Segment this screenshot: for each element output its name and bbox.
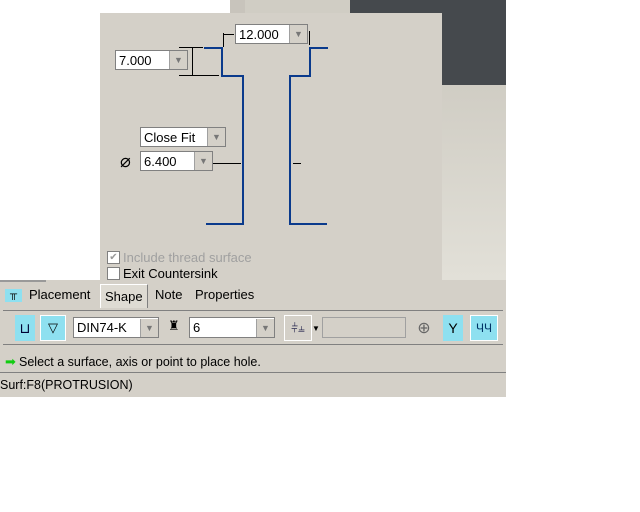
chevron-down-icon[interactable]: ▼ [289,25,307,43]
chevron-down-icon[interactable]: ▼ [256,318,274,337]
depth-dropdown-icon[interactable]: ▼ [312,323,320,333]
tab-placement[interactable]: Placement [29,287,91,302]
threaded-hole-icon: ▽ [48,320,58,335]
hole-diameter-value: 6.400 [144,153,177,169]
simple-hole-button[interactable]: ⊔ [15,315,35,341]
countersink-diameter-value: 12.000 [239,26,279,42]
screw-size-combo[interactable]: 6▼ [189,317,275,338]
dashboard [0,280,506,397]
include-thread-label: Include thread surface [123,250,252,265]
depth-option-button[interactable]: ⫩⫨ [284,315,312,341]
countersink-button[interactable]: Y [443,315,463,341]
tab-properties[interactable]: Properties [195,287,255,302]
message-text: Select a surface, axis or point to place… [19,355,261,369]
tab-shape[interactable]: Shape [100,284,148,308]
fit-value: Close Fit [144,129,196,145]
fit-combo[interactable]: Close Fit ▼ [140,127,226,147]
hole-icon: ╥ [5,289,22,302]
screw-size-value: 6 [193,320,201,335]
countersink-diameter-combo[interactable]: 12.000 ▼ [235,24,308,44]
scrollbar-grip[interactable] [230,0,245,13]
countersink-depth-combo[interactable]: 7.000 ▼ [115,50,188,70]
standard-combo[interactable]: DIN74-K ▼ [73,317,159,338]
exit-countersink-checkbox[interactable] [107,267,120,280]
chevron-down-icon[interactable]: ▼ [207,128,225,146]
standard-value: DIN74-K [77,320,127,335]
exit-countersink-label: Exit Countersink [123,266,218,281]
hole-diameter-combo[interactable]: 6.400 ▼ [140,151,213,171]
screw-icon: ♜ [168,318,180,333]
target-icon[interactable]: ⊕ [417,320,431,337]
background-area [245,0,355,13]
standard-hole-button[interactable]: ▽ [40,315,66,341]
graphics-area-light [442,85,506,280]
arrow-right-icon: ➡ [5,354,16,369]
tab-note[interactable]: Note [155,287,183,302]
countersink-depth-value: 7.000 [119,52,152,68]
counterbore-button[interactable]: ЧЧ [470,315,498,341]
include-thread-checkbox[interactable]: ✔ [107,251,120,264]
chevron-down-icon[interactable]: ▼ [169,51,187,69]
depth-input[interactable] [322,317,406,338]
status-text: Surf:F8(PROTRUSION) [0,378,133,392]
chevron-down-icon[interactable]: ▼ [140,318,158,337]
diameter-icon: ⌀ [120,151,131,171]
chevron-down-icon[interactable]: ▼ [194,152,212,170]
